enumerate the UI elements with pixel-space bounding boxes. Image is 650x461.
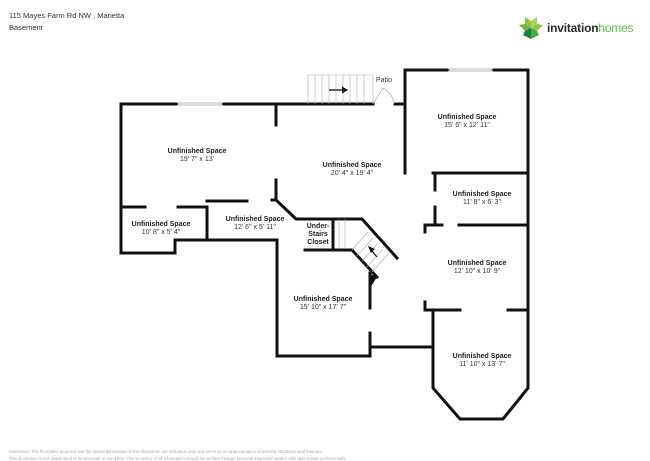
floor-name: Basement <box>9 23 43 32</box>
logo-word-homes: homes <box>598 21 634 35</box>
interior-stairs-arrow-icon <box>368 246 378 258</box>
wall-corner-marker <box>370 274 377 288</box>
address: 115 Mayes Farm Rd NW , Marietta <box>9 11 125 20</box>
patio-label: Patio <box>376 77 392 84</box>
disclaimer-line-1: Disclaimer: The floorplans depicted and … <box>9 449 323 454</box>
stairs-arrow-icon <box>329 86 348 94</box>
exterior-stairs <box>307 74 374 104</box>
logo-word-invitation: invitation <box>547 21 599 35</box>
walls <box>119 68 530 421</box>
windows <box>177 68 493 106</box>
logo-mark-icon <box>519 17 543 39</box>
interior-stairs <box>338 219 389 273</box>
patio-door <box>372 87 395 105</box>
invitation-homes-logo: invitationhomes <box>517 15 642 43</box>
disclaimer-line-2: This illustration is not guaranteed to b… <box>9 456 347 461</box>
